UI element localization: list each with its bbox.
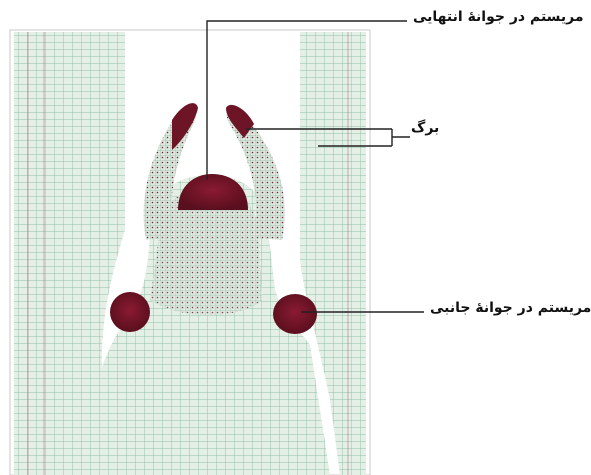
right-lateral-meristem xyxy=(273,294,317,334)
left-lateral-meristem xyxy=(110,292,150,332)
apical-meristem-label: مریستم در جوانهٔ انتهایی xyxy=(413,9,584,25)
lateral-meristem-label: مریستم در جوانهٔ جانبی xyxy=(430,300,591,316)
leaf-label: برگ xyxy=(411,120,439,136)
